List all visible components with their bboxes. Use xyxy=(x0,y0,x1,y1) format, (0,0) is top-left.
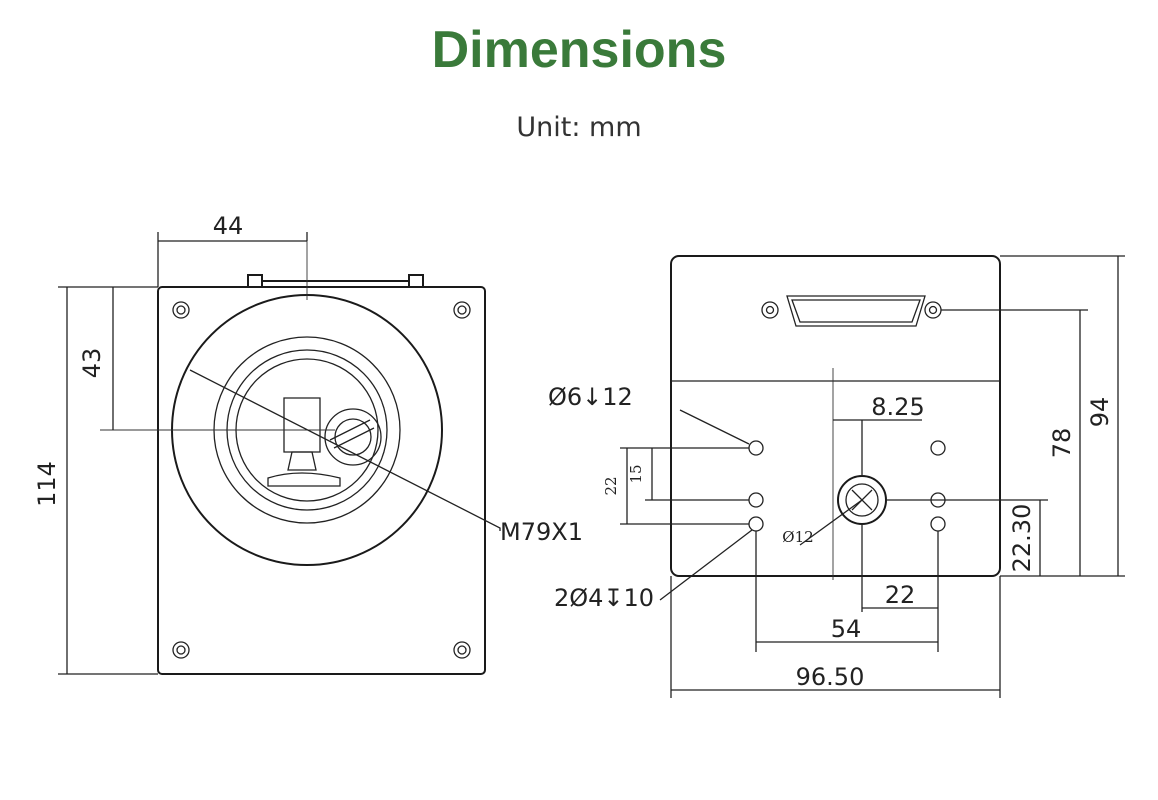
d12-leader xyxy=(799,499,863,546)
dsub-connector xyxy=(761,295,942,327)
dim-44-label: 44 xyxy=(213,212,244,240)
front-screw-top-left xyxy=(172,301,190,319)
dim-94-label: 94 xyxy=(1086,397,1114,428)
dim-22-left-label: 22 xyxy=(602,476,620,495)
dim-22-bottom-label: 22 xyxy=(885,581,916,609)
front-top-tab-right xyxy=(408,274,424,287)
hole-top-label: Ø6↓12 xyxy=(548,383,633,411)
hole-pair-leader xyxy=(659,529,753,601)
unit-label: Unit: mm xyxy=(516,112,642,143)
rear-view xyxy=(620,255,1125,698)
front-screw-top-right xyxy=(453,301,471,319)
front-screw-bottom-right xyxy=(453,641,471,659)
dim-43-label: 43 xyxy=(78,348,106,379)
dim-96-label: 96.50 xyxy=(796,663,865,691)
rear-hole-top-left xyxy=(748,440,764,456)
sensor-base xyxy=(267,472,341,487)
rear-hole-low-right xyxy=(930,516,946,532)
dim-54-label: 54 xyxy=(831,615,862,643)
rear-hole-low-left xyxy=(748,516,764,532)
dim-114-label: 114 xyxy=(33,461,61,507)
sensor-stem xyxy=(287,451,317,471)
front-view xyxy=(58,232,501,675)
dim-15-label: 15 xyxy=(627,464,645,483)
dim-78-label: 78 xyxy=(1048,428,1076,459)
front-body-outline xyxy=(157,286,486,675)
shutter-wheel xyxy=(324,408,382,466)
dim-8-25-label: 8.25 xyxy=(871,393,924,421)
shutter-wheel-inner xyxy=(334,418,372,456)
thread-leader xyxy=(189,369,501,531)
sensor-block xyxy=(283,397,321,453)
shutter-blade xyxy=(329,419,375,449)
hole-top-leader xyxy=(679,409,750,445)
front-screw-bottom-left xyxy=(172,641,190,659)
dim-22-30-label: 22.30 xyxy=(1008,504,1036,573)
rear-body-outline xyxy=(670,255,1001,577)
rear-hole-mid-left xyxy=(748,492,764,508)
page-title: Dimensions xyxy=(431,21,727,79)
rear-hole-top-right xyxy=(930,440,946,456)
dim-d12-label: Ø12 xyxy=(782,528,813,546)
front-top-tab-left xyxy=(247,274,263,287)
thread-label: M79X1 xyxy=(500,518,583,546)
hole-pair-label: 2Ø4↧10 xyxy=(554,584,654,612)
power-connector-inner xyxy=(845,483,879,517)
